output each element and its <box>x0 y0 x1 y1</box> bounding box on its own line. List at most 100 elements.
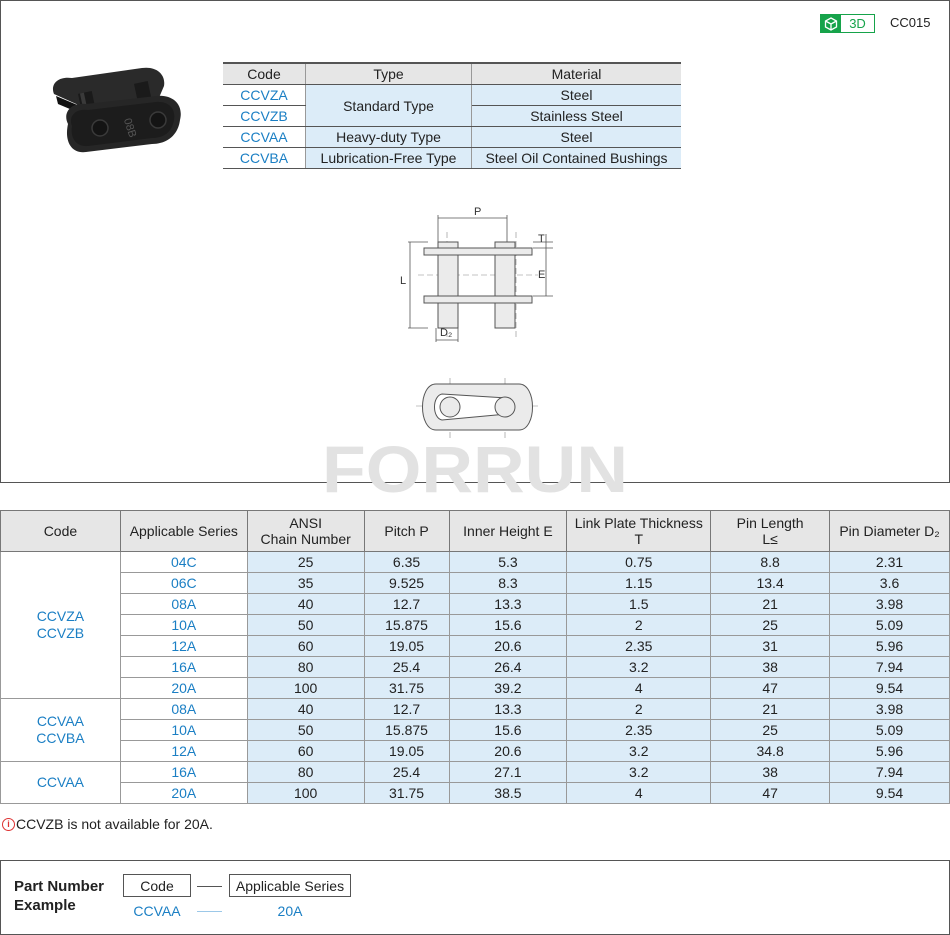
part-number-code-box: Code <box>123 874 191 897</box>
spec-code-cell: CCVZA CCVZB <box>0 551 121 699</box>
spec-value-cell: 3.2 <box>566 656 712 678</box>
spec-series-cell: 20A <box>119 677 248 699</box>
spec-value-cell: 1.15 <box>566 572 712 594</box>
col-code: Code <box>223 62 306 85</box>
spec-value-cell: 15.875 <box>363 614 450 636</box>
type-cell: Lubrication-Free Type <box>305 147 472 169</box>
spec-series-cell: 04C <box>119 551 248 573</box>
spec-header-1: Applicable Series <box>119 510 248 552</box>
spec-value-cell: 25.4 <box>363 656 450 678</box>
spec-value-cell: 3.2 <box>566 740 712 762</box>
spec-value-cell: 6.35 <box>363 551 450 573</box>
plate-marking: 08B <box>121 117 138 139</box>
dim-d2: D₂ <box>440 327 452 339</box>
spec-value-cell: 7.94 <box>829 761 950 783</box>
spec-value-cell: 0.75 <box>566 551 712 573</box>
spec-value-cell: 13.4 <box>710 572 831 594</box>
spec-header-2: ANSI Chain Number <box>246 510 365 552</box>
spec-value-cell: 2.35 <box>566 635 712 657</box>
spec-value-cell: 8.3 <box>448 572 568 594</box>
spec-value-cell: 9.525 <box>363 572 450 594</box>
col-material: Material <box>471 62 681 85</box>
type-table: Code Type Material CCVZA Standard Type S… <box>223 62 681 169</box>
3d-label: 3D <box>849 16 866 31</box>
spec-value-cell: 40 <box>246 698 365 720</box>
info-icon: i <box>2 817 15 831</box>
spec-value-cell: 100 <box>246 782 365 804</box>
spec-value-cell: 38 <box>710 761 831 783</box>
spec-value-cell: 2 <box>566 698 712 720</box>
spec-header-6: Pin Length L≤ <box>710 510 831 552</box>
spec-value-cell: 100 <box>246 677 365 699</box>
spec-value-cell: 4 <box>566 677 712 699</box>
dim-e: E <box>538 269 545 281</box>
spec-value-cell: 31.75 <box>363 782 450 804</box>
spec-value-cell: 80 <box>246 761 365 783</box>
spec-value-cell: 5.3 <box>448 551 568 573</box>
spec-series-cell: 20A <box>119 782 248 804</box>
spec-value-cell: 3.98 <box>829 698 950 720</box>
spec-value-cell: 21 <box>710 698 831 720</box>
spec-header-0: Code <box>0 510 121 552</box>
spec-value-cell: 15.6 <box>448 614 568 636</box>
spec-value-cell: 80 <box>246 656 365 678</box>
spec-value-cell: 38.5 <box>448 782 568 804</box>
spec-value-cell: 25 <box>710 719 831 741</box>
spec-value-cell: 20.6 <box>448 740 568 762</box>
spec-value-cell: 34.8 <box>710 740 831 762</box>
spec-value-cell: 31.75 <box>363 677 450 699</box>
spec-value-cell: 8.8 <box>710 551 831 573</box>
spec-value-cell: 2 <box>566 614 712 636</box>
spec-value-cell: 9.54 <box>829 677 950 699</box>
material-cell: Steel Oil Contained Bushings <box>471 147 681 169</box>
note-text: CCVZB is not available for 20A. <box>16 816 213 832</box>
spec-value-cell: 25.4 <box>363 761 450 783</box>
spec-value-cell: 5.96 <box>829 635 950 657</box>
spec-value-cell: 31 <box>710 635 831 657</box>
part-number-series-box: Applicable Series <box>229 874 351 897</box>
spec-series-cell: 10A <box>119 614 248 636</box>
part-number-code-value: CCVAA <box>133 903 181 919</box>
material-cell: Stainless Steel <box>471 105 681 127</box>
spec-value-cell: 19.05 <box>363 740 450 762</box>
spec-value-cell: 60 <box>246 740 365 762</box>
spec-value-cell: 5.09 <box>829 719 950 741</box>
spec-value-cell: 47 <box>710 782 831 804</box>
spec-value-cell: 12.7 <box>363 698 450 720</box>
type-cell: Standard Type <box>305 84 472 127</box>
spec-series-cell: 16A <box>119 656 248 678</box>
spec-value-cell: 60 <box>246 635 365 657</box>
spec-series-cell: 12A <box>119 740 248 762</box>
spec-value-cell: 2.35 <box>566 719 712 741</box>
availability-note: i CCVZB is not available for 20A. <box>2 816 213 832</box>
material-cell: Steel <box>471 126 681 148</box>
spec-value-cell: 3.2 <box>566 761 712 783</box>
part-number-series-value: 20A <box>277 903 303 919</box>
3d-model-button[interactable]: 3D <box>820 14 875 33</box>
cube-icon <box>821 15 841 32</box>
spec-header-5: Link Plate Thickness T <box>566 510 712 552</box>
spec-code-cell: CCVAA <box>0 761 121 804</box>
spec-value-cell: 9.54 <box>829 782 950 804</box>
product-code: CC015 <box>890 15 931 30</box>
spec-value-cell: 3.6 <box>829 572 950 594</box>
dim-t: T <box>538 233 545 245</box>
part-number-label: Part Number Example <box>14 877 104 915</box>
spec-value-cell: 25 <box>710 614 831 636</box>
spec-header-4: Inner Height E <box>448 510 568 552</box>
spec-value-cell: 25 <box>246 551 365 573</box>
chain-link-image: 08B <box>52 67 181 153</box>
spec-value-cell: 50 <box>246 614 365 636</box>
spec-value-cell: 13.3 <box>448 593 568 615</box>
spec-value-cell: 3.98 <box>829 593 950 615</box>
